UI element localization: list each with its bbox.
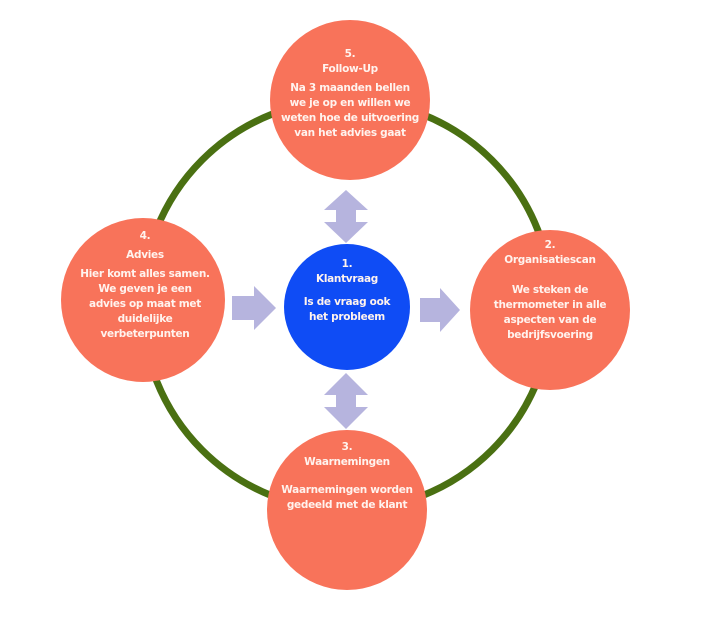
step-number: 2. bbox=[544, 239, 556, 251]
step-title: Organisatiescan bbox=[504, 254, 596, 266]
step-body-line: aspecten van de bbox=[503, 314, 597, 326]
double-arrow-top bbox=[324, 190, 368, 243]
step-body-line: advies op maat met bbox=[89, 298, 201, 310]
step-title: Advies bbox=[126, 249, 164, 261]
step-body-line: bedrijfsvoering bbox=[507, 329, 593, 341]
step-number: 1. bbox=[341, 258, 353, 270]
step-title: Waarnemingen bbox=[304, 456, 390, 468]
double-arrow-bottom bbox=[324, 373, 368, 429]
step-2-text: 2. Organisatiescan We steken de thermome… bbox=[480, 238, 620, 343]
step-1-circle bbox=[284, 244, 410, 370]
step-5-circle bbox=[270, 20, 430, 180]
step-4-text: 4. Advies Hier komt alles samen. We geve… bbox=[70, 229, 220, 342]
step-body-line: van het advies gaat bbox=[294, 127, 406, 139]
step-title: Klantvraag bbox=[315, 273, 379, 285]
step-number: 4. bbox=[139, 230, 151, 242]
step-body-line: Na 3 maanden bellen bbox=[290, 82, 410, 94]
step-2-circle bbox=[470, 230, 630, 390]
step-body-line: het probleem bbox=[309, 311, 385, 323]
step-body-line: Waarnemingen worden bbox=[281, 484, 413, 496]
step-5-text: 5. Follow-Up Na 3 maanden bellen we je o… bbox=[275, 47, 425, 141]
step-body-line: Is de vraag ook bbox=[303, 296, 391, 308]
arrow-center-to-right bbox=[420, 288, 460, 332]
step-1-text: 1. Klantvraag Is de vraag ook het proble… bbox=[287, 257, 407, 325]
step-title: Follow-Up bbox=[322, 63, 378, 75]
step-body-line: We steken de bbox=[511, 284, 589, 296]
step-body-line: we je op en willen we bbox=[289, 97, 411, 109]
step-body-line: thermometer in alle bbox=[493, 299, 607, 311]
step-body-line: Hier komt alles samen. bbox=[80, 268, 210, 280]
step-body-line: duidelijke bbox=[117, 313, 173, 325]
step-4-circle bbox=[61, 218, 225, 382]
step-number: 3. bbox=[341, 441, 353, 453]
step-3-text: 3. Waarnemingen Waarnemingen worden gede… bbox=[272, 440, 422, 513]
step-body-line: We geven je een bbox=[98, 283, 192, 295]
step-body-line: weten hoe de uitvoering bbox=[281, 112, 419, 124]
step-body-line: gedeeld met de klant bbox=[286, 499, 408, 511]
step-number: 5. bbox=[344, 48, 356, 60]
step-3-circle bbox=[267, 430, 427, 590]
step-body-line: verbeterpunten bbox=[100, 328, 190, 340]
arrow-left-to-center bbox=[232, 286, 276, 330]
